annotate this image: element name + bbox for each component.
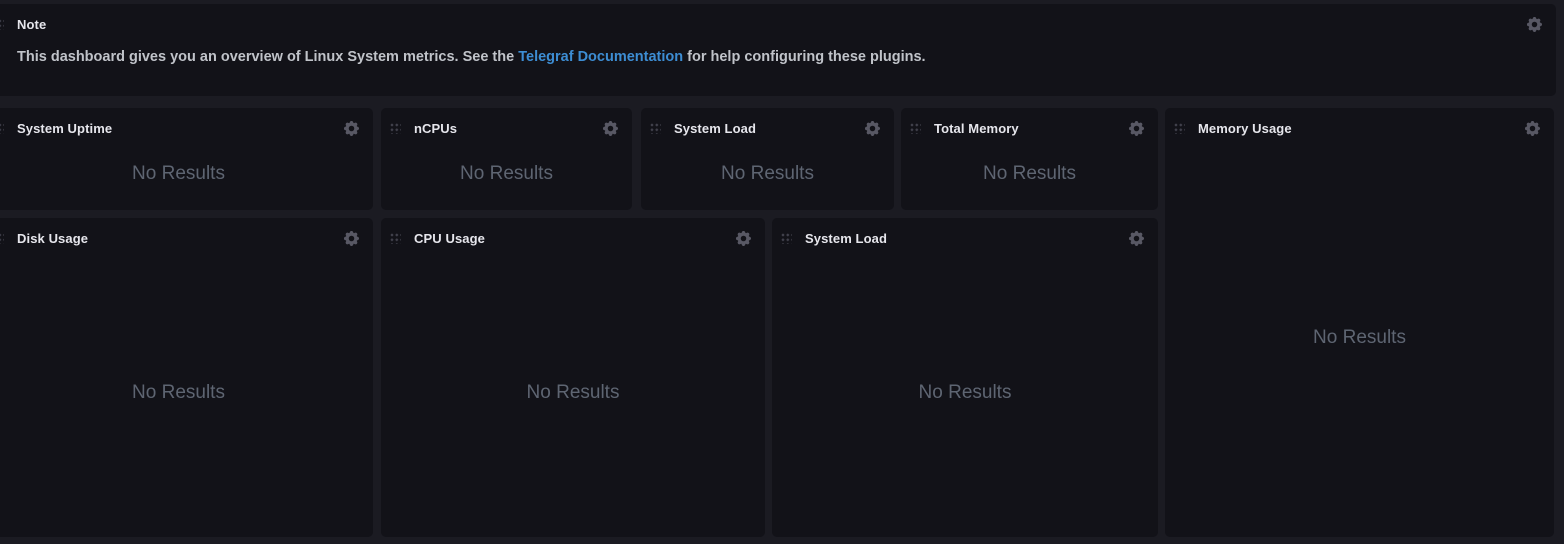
panel-system-load-1: System Load No Results [641, 108, 894, 210]
gear-icon[interactable] [1128, 230, 1144, 246]
panel-system-load-2: System Load No Results [772, 218, 1158, 537]
drag-handle-icon[interactable] [1173, 122, 1185, 134]
gear-icon[interactable] [1526, 16, 1542, 32]
empty-state: No Results [132, 381, 225, 403]
panel-header: CPU Usage [381, 218, 765, 258]
empty-state: No Results [1313, 326, 1406, 348]
panel-header: System Load [772, 218, 1158, 258]
panel-title: Disk Usage [17, 230, 89, 246]
panel-title: Memory Usage [1198, 120, 1292, 136]
gear-icon[interactable] [343, 230, 359, 246]
panel-title: System Load [674, 120, 757, 136]
panel-memory-usage: Memory Usage No Results [1165, 108, 1554, 537]
drag-handle-icon[interactable] [909, 122, 921, 134]
panel-header: nCPUs [381, 108, 632, 148]
drag-handle-icon[interactable] [0, 18, 4, 30]
panel-total-memory: Total Memory No Results [901, 108, 1158, 210]
panel-disk-usage: Disk Usage No Results [0, 218, 373, 537]
gear-icon[interactable] [343, 120, 359, 136]
panel-title: System Load [805, 230, 888, 246]
panel-header: Note [0, 4, 1556, 44]
empty-state: No Results [132, 163, 225, 184]
panel-header: Disk Usage [0, 218, 373, 258]
panel-title: CPU Usage [414, 230, 485, 246]
drag-handle-icon[interactable] [389, 232, 401, 244]
gear-icon[interactable] [1128, 120, 1144, 136]
panel-header: System Load [641, 108, 894, 148]
panel-title: Total Memory [934, 120, 1019, 136]
gear-icon[interactable] [1524, 120, 1540, 136]
note-text-before: This dashboard gives you an overview of … [17, 49, 519, 65]
panel-system-uptime: System Uptime No Results [0, 108, 373, 210]
empty-state: No Results [721, 163, 814, 184]
empty-state: No Results [918, 381, 1012, 403]
panel-title: nCPUs [414, 120, 458, 136]
note-text: This dashboard gives you an overview of … [17, 48, 1516, 67]
telegraf-documentation-link[interactable]: Telegraf Documentation [518, 49, 684, 65]
empty-state: No Results [460, 163, 553, 184]
gear-icon[interactable] [864, 120, 880, 136]
gear-icon[interactable] [602, 120, 618, 136]
drag-handle-icon[interactable] [0, 122, 4, 134]
drag-handle-icon[interactable] [389, 122, 401, 134]
panel-header: Memory Usage [1165, 108, 1554, 148]
panel-cpu-usage: CPU Usage No Results [381, 218, 765, 537]
gear-icon[interactable] [735, 230, 751, 246]
drag-handle-icon[interactable] [649, 122, 661, 134]
panel-header: Total Memory [901, 108, 1158, 148]
panel-ncpus: nCPUs No Results [381, 108, 632, 210]
empty-state: No Results [983, 163, 1076, 184]
note-text-after: for help configuring these plugins. [683, 49, 926, 65]
empty-state: No Results [526, 381, 620, 403]
panel-note: Note This dashboard gives you an overvie… [0, 4, 1556, 96]
drag-handle-icon[interactable] [0, 232, 4, 244]
panel-title: Note [17, 16, 47, 32]
drag-handle-icon[interactable] [780, 232, 792, 244]
panel-header: System Uptime [0, 108, 373, 148]
panel-title: System Uptime [17, 120, 113, 136]
